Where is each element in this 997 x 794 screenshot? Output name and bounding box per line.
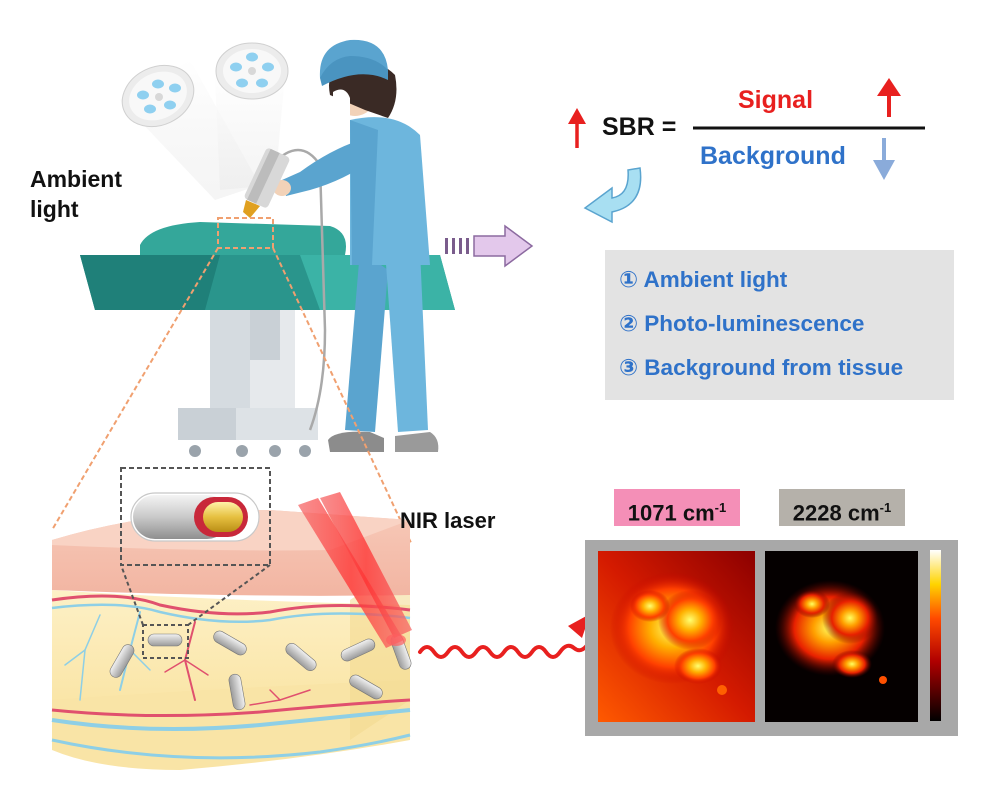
surgery-scene [51,39,455,546]
nir-laser-beam [298,492,412,648]
ambient-light-label: Ambient light [30,164,122,224]
factor-ambient-light: ① Ambient light [619,267,788,292]
blood-vessel-line [51,594,411,616]
raman-signal-arrowhead [568,614,590,638]
factor-photoluminescence: ② Photo-luminescence [619,311,865,336]
core-shell-nanorod [130,492,260,542]
ambient-light-label-line2: light [30,196,79,222]
zoom-region-top [217,217,274,249]
surgical-lamp-left [121,64,195,128]
background-label: Background [700,142,846,170]
colorbar [930,550,941,721]
raman-map-2228 [765,551,918,722]
wavenumber-badge-1071: 1071 cm-1 [614,489,740,526]
factor-tissue-background: ③ Background from tissue [619,355,904,380]
nir-laser-label: NIR laser [400,508,496,533]
surgeon [273,39,439,452]
nanorods [109,630,412,711]
tissue-block [51,467,412,770]
raman-signal-wave [418,642,590,659]
probe-cable [271,148,327,431]
operating-table-stand [178,310,318,457]
wavenumber-badge-2228: 2228 cm-1 [779,489,905,526]
sbr-equation [568,78,925,180]
background-down-arrow [873,160,895,180]
raman-map-1071 [598,551,755,722]
zoom-line-right [272,247,413,546]
wavenumber-2228-exponent: -1 [879,500,892,515]
wavenumber-2228-text: 2228 cm [792,500,880,526]
zoom-region-nanorod [142,624,189,659]
signal-up-arrow [877,78,901,96]
background-factors-box: ① Ambient light ② Photo-luminescence ③ B… [605,250,954,400]
wavenumber-1071-text: 1071 cm [627,500,715,526]
ambient-light-label-line1: Ambient [30,166,122,192]
zoom-line-left [51,247,219,531]
raman-image-panel [585,540,958,736]
zoom-region-capsule [120,467,271,566]
wavenumber-1071-exponent: -1 [714,500,727,515]
surgical-lamp-right [215,42,289,100]
imaging-probe [243,148,290,218]
sbr-label: SBR = [602,113,677,141]
dashed-arrow-icon [445,224,534,268]
curved-arrow-icon [583,167,642,224]
signal-label: Signal [738,86,814,114]
